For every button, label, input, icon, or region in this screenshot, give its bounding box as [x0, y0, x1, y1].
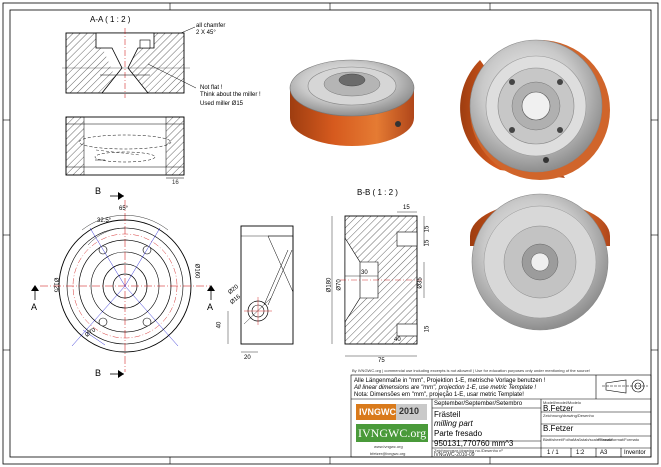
dim-angle-65: 65° — [119, 206, 129, 212]
dim-angle-32-5: 32.5° — [97, 218, 112, 224]
dim-bb-15-c: 15 — [424, 325, 431, 333]
drawno-value: IVNGWC-2010-09 — [434, 452, 475, 458]
title-en: milling part — [434, 419, 473, 428]
not-flat-note-line1: Not flat ! — [200, 85, 223, 91]
lang-note-en: All linear dimensions are "mm", projecti… — [354, 385, 537, 391]
software-value: Inventor — [624, 450, 646, 456]
dim-bb-dia-180: Ø180 — [326, 277, 333, 293]
drawing-header: Zeichnung/drawing/Desenho — [543, 413, 594, 418]
scale-header: Maßstab/scale/Escala — [573, 437, 613, 442]
format-header: Format/format/Formato — [598, 437, 640, 442]
iso-view-1 — [289, 59, 415, 146]
dim-bb-40: 40 — [394, 337, 401, 343]
dim-bb-dia-35: Ø35 — [417, 277, 424, 289]
lang-note-pt: Nota: Dimensões em "mm", projeção 1-E, u… — [354, 392, 524, 398]
section-bb-title: B-B ( 1 : 2 ) — [357, 188, 398, 197]
logo-brand: IVNGWC — [359, 407, 396, 417]
volume-value: 950131,770760 mm^3 — [434, 439, 514, 448]
sheet-header: Blatt/sheet/Folha — [543, 437, 574, 442]
section-bb-view — [331, 211, 425, 357]
front-view — [65, 116, 185, 179]
title-pt: Parte fresado — [434, 429, 483, 438]
dim-bb-15-top: 15 — [403, 205, 410, 211]
scale-value: 1:2 — [576, 450, 585, 456]
used-miller-note: Used miller Ø15 — [200, 101, 244, 107]
chamfer-note-line1: all chamfer — [196, 23, 226, 29]
logo-year: 2010 — [399, 406, 420, 416]
iso-view-3 — [470, 193, 610, 331]
chamfer-note-line2: 2 X 45° — [196, 30, 216, 36]
dim-front-16: 16 — [172, 180, 179, 186]
logo-domain: IVNGWC.org — [358, 426, 427, 440]
iso-view-2 — [460, 39, 610, 180]
usage-notice: By IVNGWC.org | commercial use including… — [352, 368, 590, 373]
projection-symbol — [602, 379, 648, 394]
title-de: Frästeil — [434, 410, 461, 419]
dim-bb-15-a: 15 — [424, 225, 431, 233]
logo-website: www.ivngwc.org — [374, 444, 403, 449]
model-header: Modell/model/Modelo — [543, 400, 582, 405]
drafter-name: B.Fetzer — [543, 424, 574, 433]
marker-b-top: B — [95, 186, 102, 196]
not-flat-note-line2: Think about the miller ! — [200, 92, 261, 98]
title-block-grid — [350, 374, 652, 458]
side-view — [227, 225, 294, 353]
dim-bb-dia-70: Ø70 — [336, 279, 343, 291]
dim-bb-30: 30 — [361, 270, 368, 276]
marker-b-bottom: B — [95, 368, 102, 378]
section-aa-view — [62, 26, 197, 98]
section-aa-title: A-A ( 1 : 2 ) — [90, 15, 131, 24]
lang-note-de: Alle Längenmaße in "mm", Projektion 1-E,… — [354, 378, 546, 384]
email: bfetzer@ivngwc.org — [370, 451, 406, 456]
format-value: A3 — [600, 450, 608, 456]
dim-dia-125: Ø125 — [52, 277, 59, 293]
drawno-header: Zeichnungsnr./drawing no./Desenho nº — [434, 448, 503, 453]
dim-dia-160: Ø160 — [193, 263, 200, 279]
date-header: September/September/Setembro — [434, 401, 523, 407]
logo — [354, 401, 429, 453]
dim-side-20: 20 — [244, 355, 251, 361]
sheet-value: 1 / 1 — [547, 450, 559, 456]
modeler-name: B.Fetzer — [543, 404, 574, 413]
dim-bb-15-b: 15 — [424, 239, 431, 247]
marker-a-left: A — [31, 302, 38, 312]
marker-a-right: A — [207, 302, 214, 312]
dim-bb-75: 75 — [378, 358, 385, 364]
top-view — [31, 192, 215, 378]
dim-side-40: 40 — [216, 321, 223, 329]
